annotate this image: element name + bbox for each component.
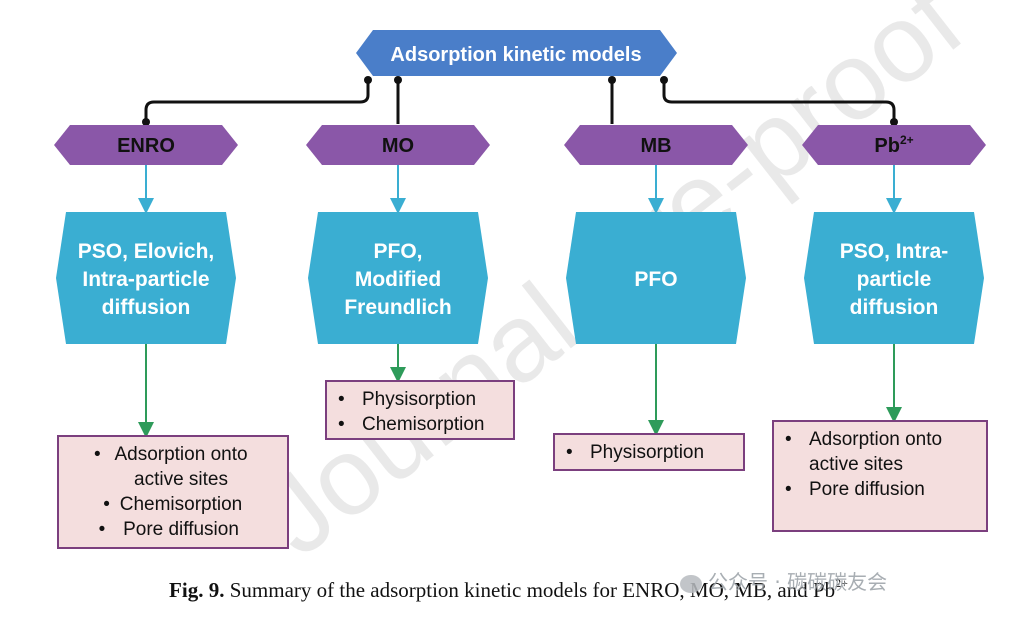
bullet-icon: •: [785, 429, 792, 450]
root-node: Adsorption kinetic models: [356, 30, 677, 76]
root-label: Adsorption kinetic models: [390, 44, 641, 66]
diagram-canvas: Journal Pre-proof Adsorption kinetic mod…: [54, 0, 988, 575]
bullet-icon: •: [566, 442, 573, 463]
caption-label: Fig. 9.: [169, 578, 225, 602]
model-label: PFO,: [373, 240, 422, 263]
model-shape: [56, 212, 236, 344]
pollutant-sup: 2+: [900, 133, 914, 147]
column-4: Pb2+ PSO, Intra-particle diffusion • Adsorpt…: [772, 125, 988, 532]
model-label: particle: [857, 268, 932, 291]
mechanism-box: [57, 435, 289, 549]
caption-text: Summary of the adsorption kinetic models…: [229, 578, 836, 602]
model-shape: [308, 212, 488, 344]
figure-caption: Fig. 9. Summary of the adsorption kineti…: [0, 576, 1017, 603]
model-shape: [804, 212, 984, 344]
pollutant-label: Pb2+: [874, 133, 913, 157]
connector-dots: [142, 76, 898, 126]
mechanism-item: Chemisorption: [362, 414, 485, 435]
social-watermark: 公众号 · 碳碳碳友会: [680, 566, 887, 595]
bullet-icon: •: [785, 479, 792, 500]
model-label: diffusion: [102, 296, 191, 319]
pollutant-shape: [306, 125, 490, 165]
model-label: Freundlich: [344, 296, 451, 319]
pollutant-label: MO: [382, 135, 414, 157]
mechanism-item: Pore diffusion: [809, 479, 925, 500]
mechanism-item: Adsorption onto: [114, 444, 247, 465]
pollutant-name: Pb: [874, 135, 900, 157]
model-label: PSO, Elovich,: [78, 240, 215, 263]
pollutant-name: MB: [640, 135, 671, 157]
mechanism-item: Chemisorption: [120, 494, 243, 515]
model-label: Intra-particle: [82, 268, 209, 291]
bullet-icon: •: [338, 389, 345, 410]
model-label: diffusion: [850, 296, 939, 319]
pollutant-label: MB: [640, 135, 671, 157]
root-connectors: [144, 78, 896, 124]
bullet-icon: •: [338, 414, 345, 435]
mechanism-item: Physisorption: [590, 442, 704, 463]
bullet-icon: •: [94, 444, 101, 465]
bullet-icon: •: [103, 494, 110, 515]
column-3: MB PFO • Physisorption: [553, 125, 748, 471]
mechanism-box: [325, 380, 515, 440]
mechanism-box: [772, 420, 988, 532]
mechanism-item: Adsorption onto: [809, 429, 942, 450]
pollutant-shape: [54, 125, 238, 165]
mechanism-item: Physisorption: [362, 389, 476, 410]
column-1: ENRO PSO, Elovich, Intra-particle diffusion…: [54, 125, 289, 549]
columns: ENRO PSO, Elovich, Intra-particle diffusion…: [54, 125, 988, 549]
bullet-icon: •: [99, 519, 106, 540]
root-shape: [356, 30, 677, 76]
mechanism-item: Pore diffusion: [123, 519, 239, 540]
mechanism-item: active sites: [809, 454, 903, 475]
pollutant-label: ENRO: [117, 135, 175, 157]
social-text: 公众号 · 碳碳碳友会: [708, 570, 888, 594]
wechat-icon: [680, 574, 702, 593]
pollutant-name: ENRO: [117, 135, 175, 157]
model-label: Modified: [355, 268, 441, 291]
model-label: PSO, Intra-: [840, 240, 949, 263]
pollutant-shape: [564, 125, 748, 165]
caption-sup: 2+: [835, 576, 848, 590]
pollutant-shape: [802, 125, 986, 165]
mechanism-box: [553, 433, 745, 471]
model-label: PFO: [634, 268, 677, 291]
pollutant-name: MO: [382, 135, 414, 157]
mechanism-item: active sites: [134, 469, 228, 490]
model-shape: [566, 212, 746, 344]
